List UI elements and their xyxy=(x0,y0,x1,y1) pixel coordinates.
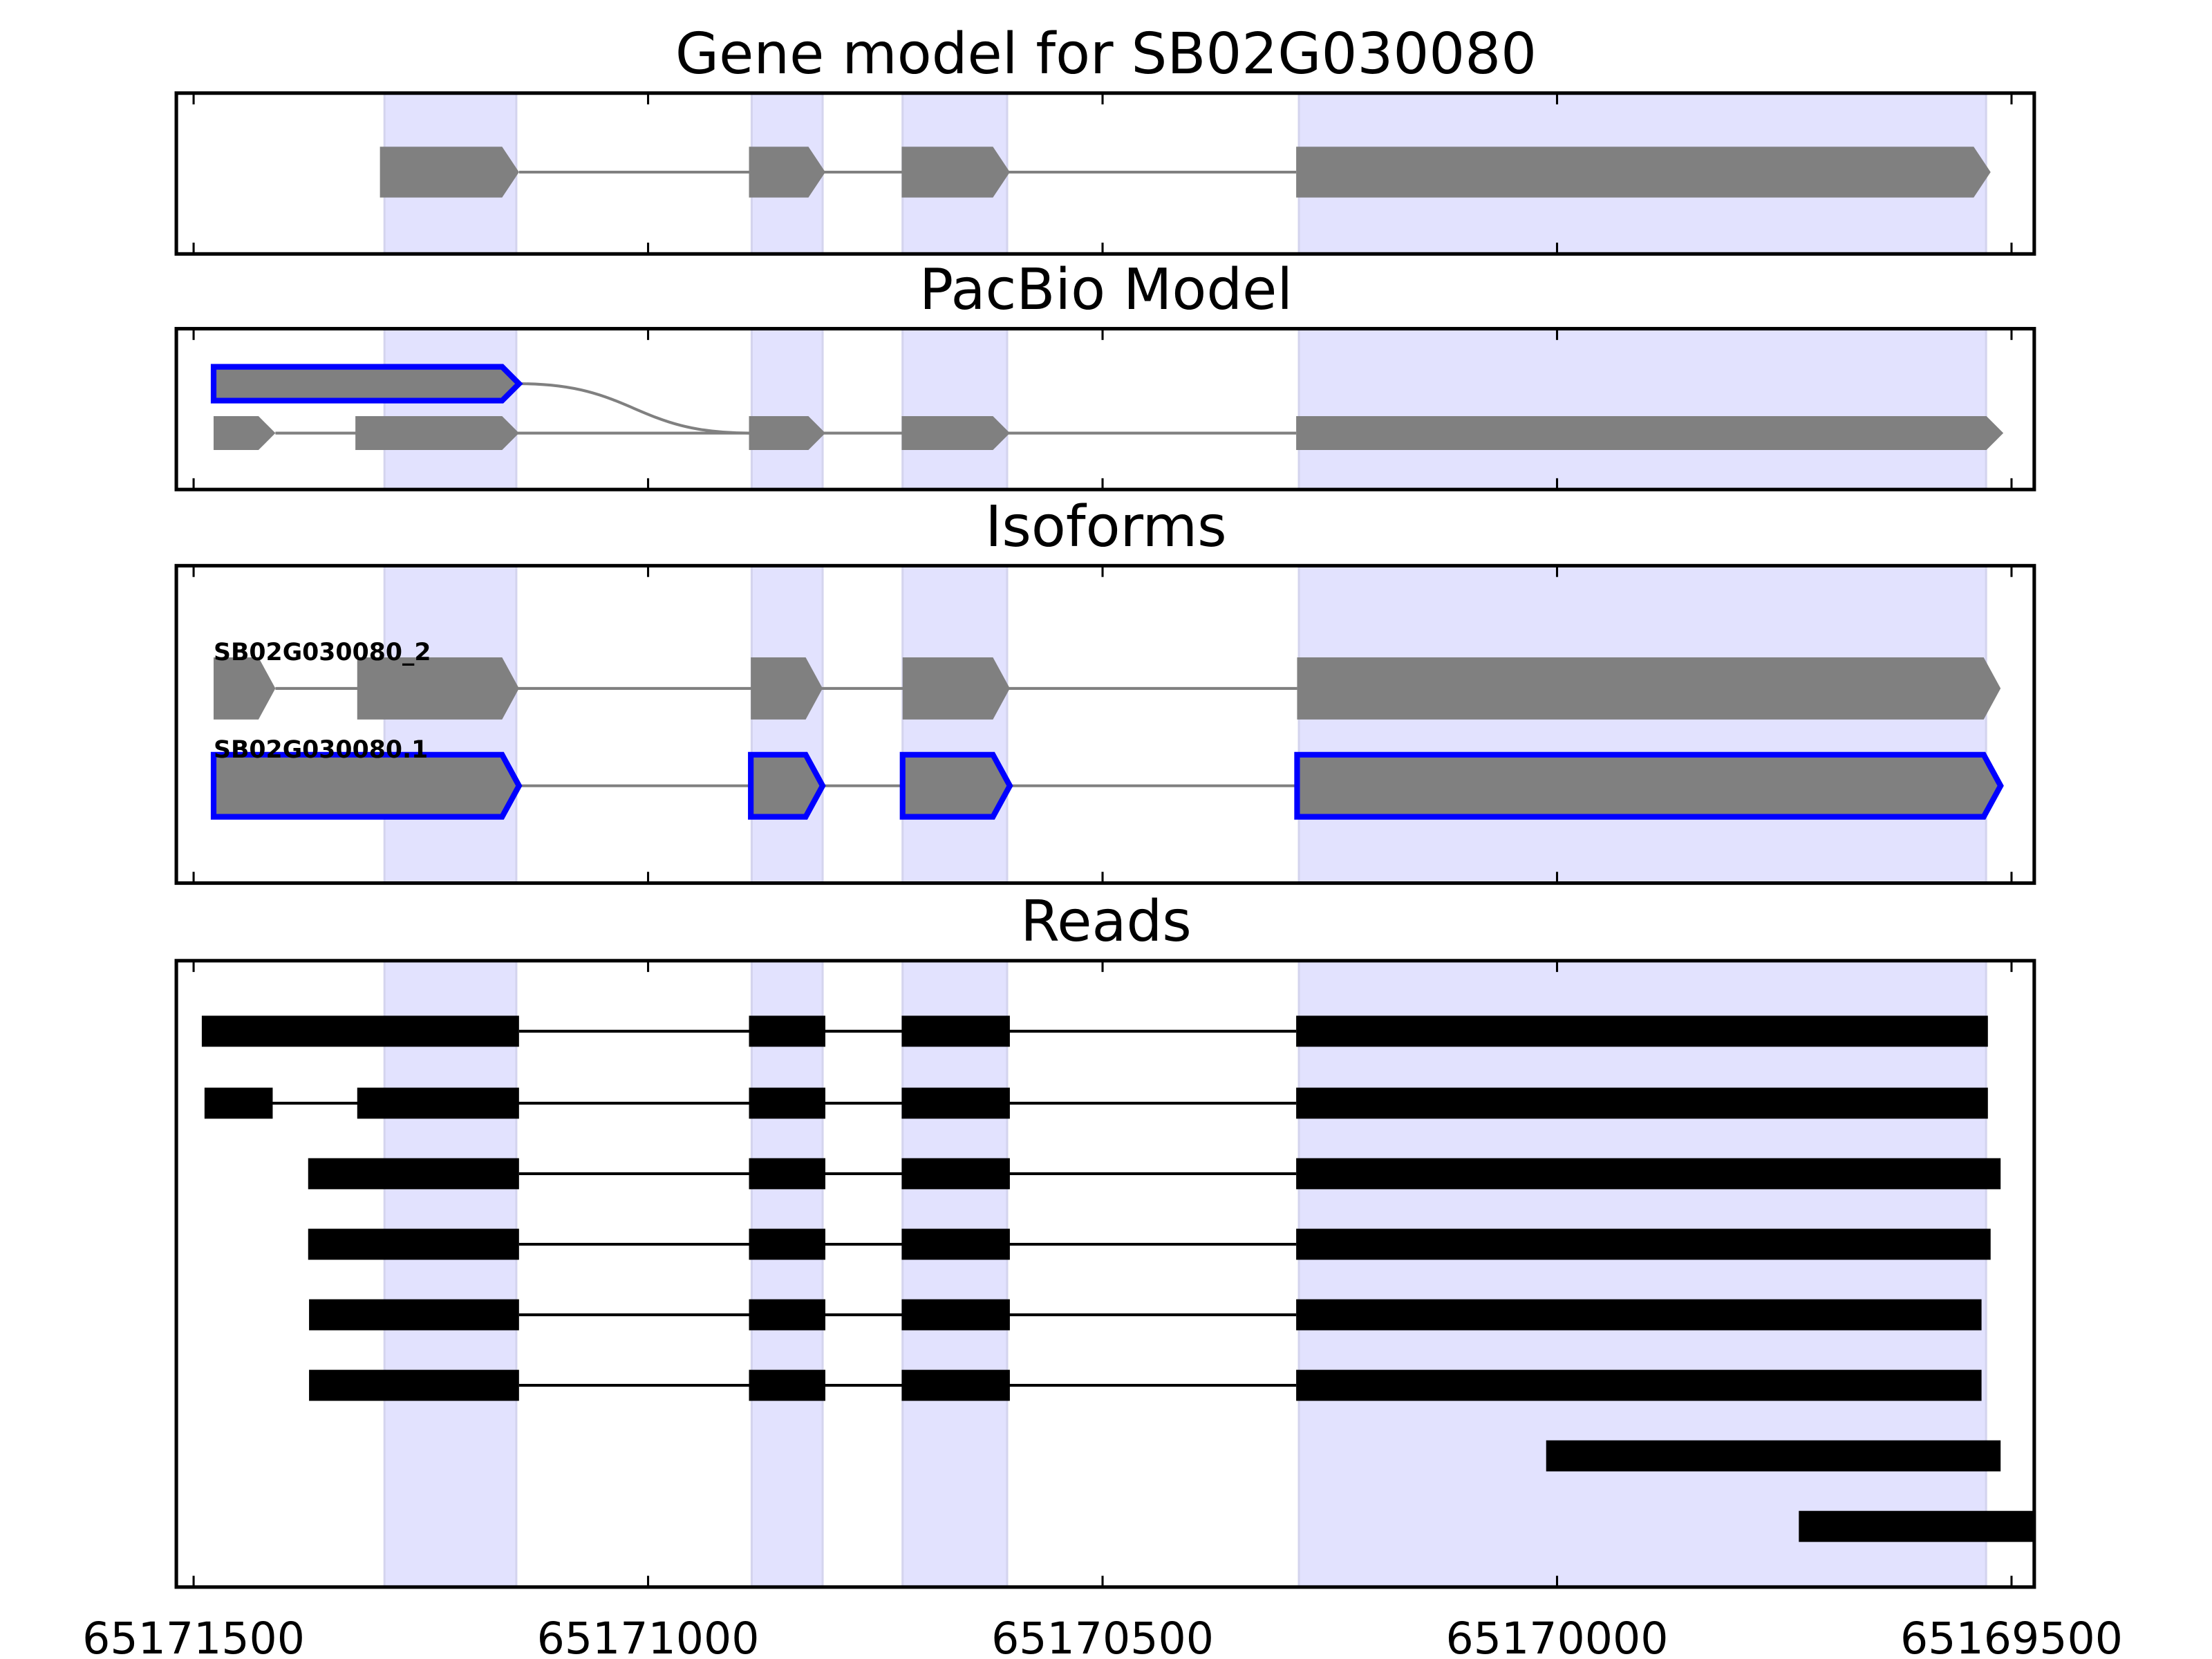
read-block xyxy=(1799,1510,2034,1542)
read-block xyxy=(309,1369,519,1401)
exon-block xyxy=(749,147,825,198)
panel-0 xyxy=(174,91,2036,256)
read-block xyxy=(901,1015,1010,1047)
read-block xyxy=(201,1015,519,1047)
read-block xyxy=(749,1087,825,1119)
panel-1 xyxy=(174,326,2036,491)
read-block xyxy=(1296,1299,1982,1331)
panel-title-isoforms: Isoforms xyxy=(985,494,1226,560)
panel-3 xyxy=(174,959,2036,1589)
exon-block xyxy=(901,416,1010,451)
read-block xyxy=(1296,1015,1988,1047)
exon-block xyxy=(1296,416,2004,451)
read-block xyxy=(1296,1158,2001,1190)
exon-block-highlighted xyxy=(210,751,523,820)
x-tick-label: 65170500 xyxy=(991,1613,1214,1659)
exon-block-highlighted xyxy=(210,364,523,404)
read-block xyxy=(357,1087,519,1119)
exon-block xyxy=(1297,657,2001,720)
highlight-region xyxy=(383,565,518,883)
highlight-region xyxy=(901,565,1009,883)
read-block xyxy=(1296,1369,1982,1401)
read-block xyxy=(308,1158,519,1190)
highlight-region xyxy=(383,328,518,490)
highlight-region xyxy=(1297,565,1987,883)
panel-plot-area xyxy=(210,328,2004,490)
read-block xyxy=(1296,1228,1991,1260)
exon-block xyxy=(355,416,519,451)
exon-block xyxy=(214,416,276,451)
x-tick-label: 65169500 xyxy=(1900,1613,2123,1659)
panel-frame xyxy=(174,959,2036,1589)
panel-plot-area xyxy=(379,93,1991,254)
panel-title-gene-model: Gene model for SB02G030080 xyxy=(675,21,1537,87)
panel-frame xyxy=(174,563,2036,885)
exon-block xyxy=(749,416,825,451)
exon-block-highlighted xyxy=(748,751,826,820)
read-block xyxy=(204,1087,273,1119)
isoform-label: SB02G030080.1 xyxy=(214,736,428,764)
panel-frame xyxy=(174,91,2036,256)
highlight-region xyxy=(901,328,1009,490)
panel-plot-area xyxy=(201,960,2034,1587)
highlight-region xyxy=(1297,960,1987,1587)
read-block xyxy=(749,1228,825,1260)
highlight-region xyxy=(901,960,1009,1587)
read-block xyxy=(901,1158,1010,1190)
isoform-label: SB02G030080_2 xyxy=(214,639,431,666)
exon-block-highlighted xyxy=(1294,751,2004,820)
x-tick-label: 65170000 xyxy=(1446,1613,1669,1659)
x-tick-label: 65171500 xyxy=(82,1613,305,1659)
read-block xyxy=(749,1369,825,1401)
exon-block xyxy=(379,147,519,198)
highlight-region xyxy=(750,960,824,1587)
highlight-region xyxy=(750,328,824,490)
read-block xyxy=(901,1087,1010,1119)
x-tick-label: 65171000 xyxy=(537,1613,760,1659)
highlight-region xyxy=(750,565,824,883)
exon-block xyxy=(751,657,823,720)
read-block xyxy=(749,1015,825,1047)
exon-block xyxy=(357,657,519,720)
panel-title-pacbio: PacBio Model xyxy=(919,257,1293,323)
panel-title-reads: Reads xyxy=(1020,889,1192,955)
read-block xyxy=(309,1299,519,1331)
panel-frame xyxy=(174,326,2036,491)
read-block xyxy=(901,1299,1010,1331)
read-block xyxy=(1296,1087,1988,1119)
read-block xyxy=(901,1369,1010,1401)
exon-block xyxy=(902,657,1010,720)
splice-connector xyxy=(518,382,749,435)
read-block xyxy=(749,1299,825,1331)
read-block xyxy=(749,1158,825,1190)
read-block xyxy=(901,1228,1010,1260)
read-block xyxy=(308,1228,519,1260)
highlight-region xyxy=(1297,328,1987,490)
read-block xyxy=(1546,1440,2001,1472)
exon-block-highlighted xyxy=(899,751,1013,820)
exon-block xyxy=(214,657,276,720)
highlight-region xyxy=(383,960,518,1587)
exon-block xyxy=(901,147,1010,198)
exon-block xyxy=(1296,147,1991,198)
